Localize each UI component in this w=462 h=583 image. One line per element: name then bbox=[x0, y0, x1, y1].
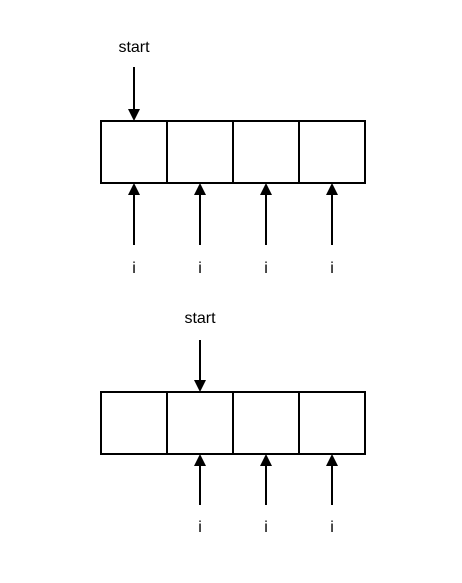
start-arrow bbox=[128, 67, 140, 121]
index-arrow-head bbox=[260, 454, 272, 466]
index-arrow bbox=[326, 454, 338, 505]
index-arrow bbox=[260, 183, 272, 245]
index-arrow-head bbox=[260, 183, 272, 195]
index-label: i bbox=[198, 519, 202, 536]
index-label: i bbox=[330, 519, 334, 536]
start-label: start bbox=[118, 39, 150, 56]
array-cell bbox=[100, 391, 168, 455]
start-label: start bbox=[184, 310, 216, 327]
index-arrow bbox=[260, 454, 272, 505]
index-arrow-head bbox=[128, 183, 140, 195]
array-cell bbox=[232, 391, 300, 455]
index-arrow bbox=[326, 183, 338, 245]
index-arrow-head bbox=[326, 183, 338, 195]
index-label: i bbox=[330, 260, 334, 277]
array-cell bbox=[298, 120, 366, 184]
index-label: i bbox=[264, 260, 268, 277]
array-cell bbox=[298, 391, 366, 455]
array-cell bbox=[100, 120, 168, 184]
index-arrow bbox=[128, 183, 140, 245]
array-cell bbox=[166, 120, 234, 184]
index-arrow bbox=[194, 454, 206, 505]
array-cell bbox=[232, 120, 300, 184]
index-arrow-head bbox=[194, 183, 206, 195]
index-arrow-head bbox=[326, 454, 338, 466]
index-arrow-head bbox=[194, 454, 206, 466]
array-diagram-1: start i i i i bbox=[100, 39, 366, 277]
index-label: i bbox=[198, 260, 202, 277]
index-arrow bbox=[194, 183, 206, 245]
index-label: i bbox=[264, 519, 268, 536]
start-arrow-head bbox=[128, 109, 140, 121]
index-label: i bbox=[132, 260, 136, 277]
start-arrow bbox=[194, 340, 206, 392]
array-cell bbox=[166, 391, 234, 455]
start-arrow-head bbox=[194, 380, 206, 392]
array-diagram-2: start i i i bbox=[100, 310, 366, 536]
